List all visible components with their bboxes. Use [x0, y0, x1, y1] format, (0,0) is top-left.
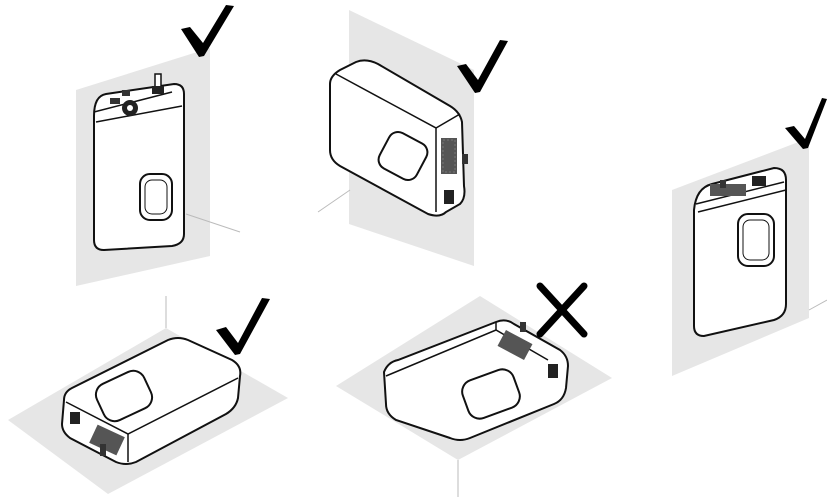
power-switch: [444, 190, 454, 204]
checkmark-icon: [457, 40, 508, 93]
device-body: [60, 337, 242, 465]
device-body: [93, 73, 185, 252]
panel-upside-down: [336, 282, 612, 497]
checkmark-icon: [785, 98, 827, 149]
cross-icon: [536, 282, 588, 338]
power-switch: [752, 176, 766, 186]
power-switch: [548, 364, 558, 378]
checkmark-icon: [181, 5, 234, 57]
status-button: [139, 173, 173, 221]
panel-horizontal-on-wall: [317, 10, 508, 266]
power-switch: [70, 412, 80, 424]
vent-grille: [441, 138, 457, 174]
vent-grille: [89, 424, 125, 456]
panel-vertical-upright-right: [672, 98, 827, 376]
panel-flat-on-floor: [8, 296, 288, 494]
checkmark-icon: [216, 298, 270, 355]
panel-vertical-upright-left: [76, 5, 241, 286]
device-body: [693, 166, 787, 338]
device-body: [382, 319, 570, 441]
vent-grille: [497, 330, 533, 360]
status-button: [94, 369, 154, 423]
status-button: [737, 213, 775, 267]
status-button: [461, 368, 521, 420]
device-body: [329, 59, 468, 217]
status-button: [377, 131, 429, 181]
vent-grille: [710, 184, 746, 196]
